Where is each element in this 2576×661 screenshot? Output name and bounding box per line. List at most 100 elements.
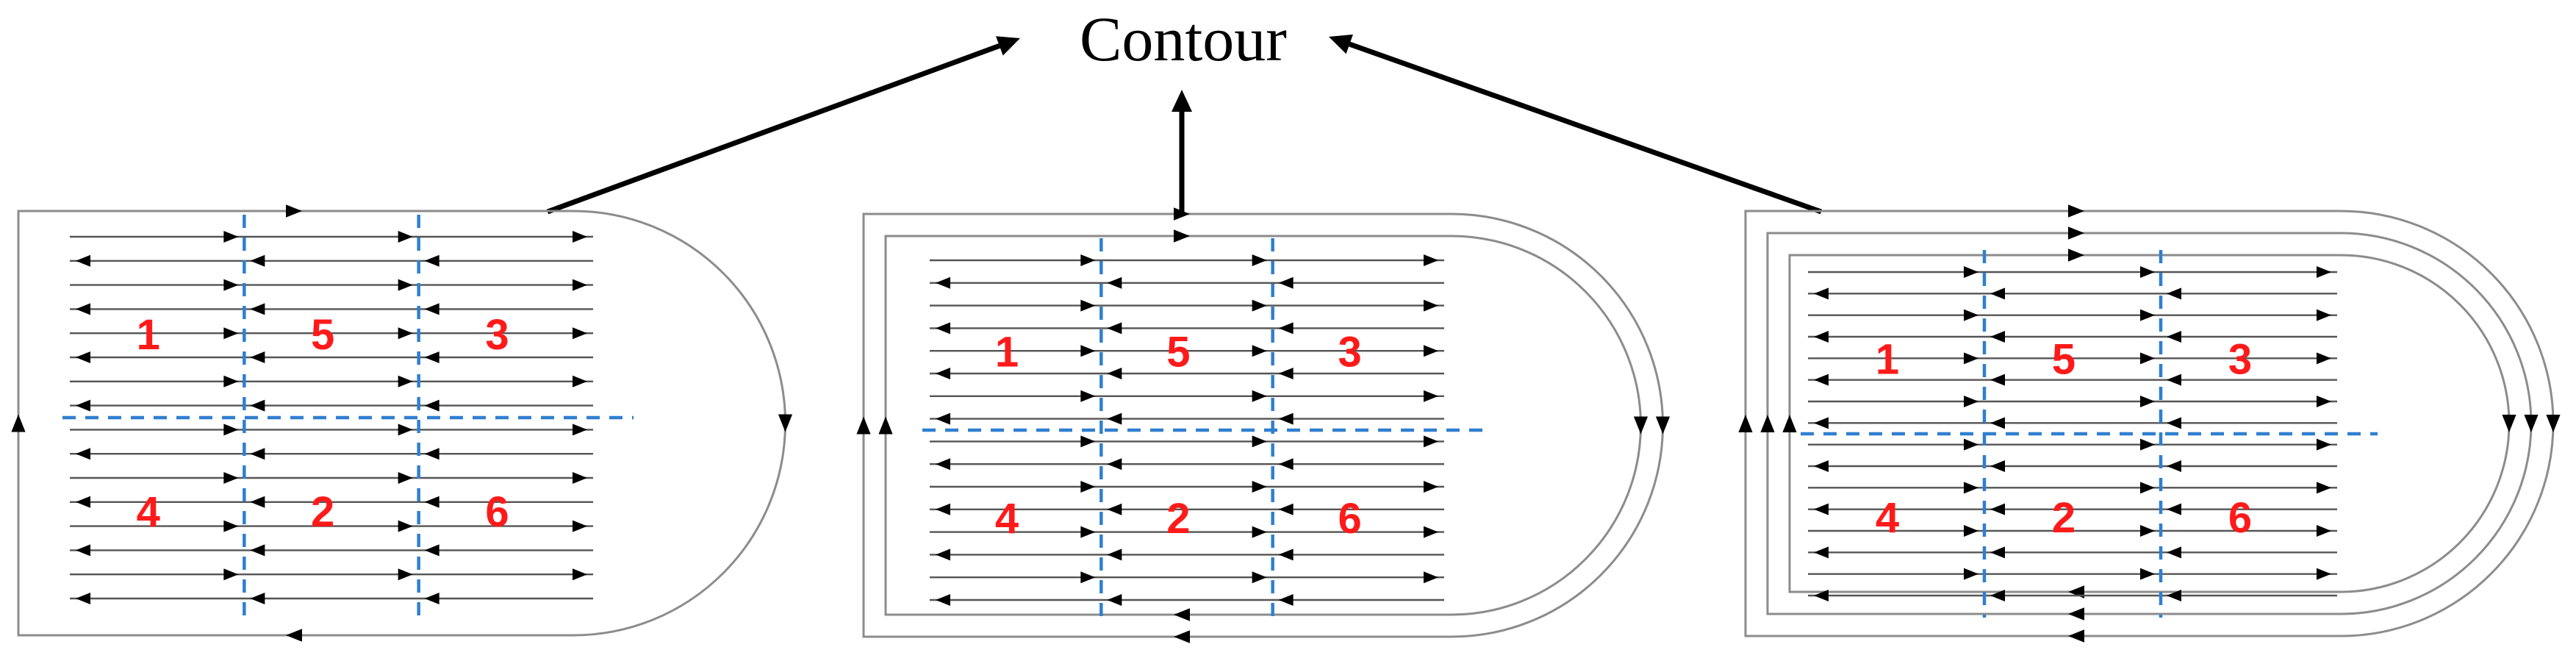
hatch-direction-arrow (250, 399, 265, 412)
contour-direction-arrow (1655, 416, 1671, 435)
hatch-direction-arrow (76, 351, 90, 363)
contour-loop (862, 212, 1664, 638)
region-label-3: 3 (1338, 329, 1362, 376)
hatch-direction-arrow (573, 424, 587, 436)
region-label-5: 5 (2052, 336, 2075, 384)
pointer-arrow-right-head (1329, 34, 1353, 54)
hatch-direction-arrow (1107, 549, 1122, 561)
hatch-direction-arrow (1964, 568, 1978, 580)
hatch-direction-arrow (2317, 525, 2331, 537)
hatch-direction-arrow (76, 544, 90, 557)
region-label-6: 6 (485, 488, 509, 536)
hatch-direction-arrow (1814, 417, 1829, 429)
hatch-direction-arrow (1252, 299, 1267, 312)
hatch-direction-arrow (573, 231, 587, 243)
hatch-direction-arrow (1252, 481, 1267, 493)
hatch-direction-arrow (424, 496, 440, 508)
hatch-direction-arrow (1424, 254, 1438, 266)
hatch-direction-arrow (2140, 266, 2155, 278)
contour-direction-arrow (2068, 629, 2084, 643)
pointer-arrow-left-head (996, 36, 1020, 56)
hatch-direction-arrow (1252, 571, 1267, 584)
hatch-direction-arrow (1252, 526, 1267, 538)
hatch-direction-arrow (398, 472, 413, 484)
hatch-direction-arrow (1424, 345, 1438, 357)
region-label-3: 3 (2228, 336, 2252, 384)
hatch-direction-arrow (1990, 503, 2005, 515)
hatch-direction-arrow (424, 351, 440, 363)
contour-direction-arrow (286, 629, 302, 642)
hatch-direction-arrow (2167, 417, 2181, 429)
hatch-direction-arrow (2167, 331, 2181, 343)
hatch-direction-arrow (1964, 352, 1978, 365)
hatch-direction-arrow (1278, 594, 1294, 606)
hatch-direction-arrow (1252, 390, 1267, 402)
hatch-direction-arrow (1278, 458, 1294, 471)
hatch-direction-arrow (1990, 590, 2005, 601)
hatch-direction-arrow (1814, 546, 1829, 559)
hatch-direction-arrow (1080, 254, 1096, 266)
hatch-direction-arrow (573, 568, 587, 581)
hatch-direction-arrow (76, 593, 90, 604)
hatch-direction-arrow (1252, 254, 1267, 266)
contour-direction-arrow (1738, 415, 1753, 432)
hatch-direction-arrow (1278, 368, 1294, 379)
hatch-direction-arrow (1278, 503, 1294, 515)
contour-direction-arrow (2068, 249, 2084, 262)
hatch-direction-arrow (2140, 352, 2155, 365)
region-label-4: 4 (1876, 494, 1899, 542)
hatch-direction-arrow (573, 279, 587, 291)
hatch-direction-arrow (1080, 571, 1096, 584)
region-label-4: 4 (995, 495, 1019, 543)
region-label-4: 4 (137, 488, 160, 536)
hatch-direction-arrow (76, 399, 90, 412)
hatch-direction-arrow (223, 279, 239, 291)
hatch-direction-arrow (76, 303, 90, 315)
hatch-direction-arrow (76, 448, 90, 460)
hatch-direction-arrow (250, 254, 265, 267)
contour-direction-arrow (1174, 608, 1190, 621)
hatch-direction-arrow (1252, 435, 1267, 448)
hatch-direction-arrow (2167, 287, 2181, 300)
hatch-direction-arrow (398, 231, 413, 243)
hatch-direction-arrow (1424, 481, 1438, 493)
hatch-direction-arrow (1107, 276, 1122, 289)
hatch-direction-arrow (1990, 374, 2005, 386)
contour-direction-arrow (2068, 607, 2084, 621)
hatch-direction-arrow (1107, 458, 1122, 471)
contour-direction-arrow (2068, 204, 2084, 218)
hatch-direction-arrow (424, 399, 440, 412)
region-label-1: 1 (137, 311, 160, 359)
hatch-direction-arrow (76, 496, 90, 508)
hatch-direction-arrow (223, 327, 239, 340)
contour-title: Contour (1080, 4, 1287, 74)
hatch-direction-arrow (1964, 309, 1978, 321)
hatch-direction-arrow (250, 496, 265, 508)
hatch-direction-arrow (2167, 546, 2181, 559)
hatch-direction-arrow (398, 375, 413, 387)
hatch-direction-arrow (936, 458, 950, 471)
contour-direction-arrow (1174, 229, 1190, 243)
hatch-direction-arrow (573, 327, 587, 340)
contour-pointer-arrows (546, 34, 1823, 215)
hatch-direction-arrow (1990, 460, 2005, 472)
contour-direction-arrow (1633, 416, 1648, 435)
hatch-direction-arrow (936, 368, 950, 379)
pointer-arrow-left-shaft (546, 43, 1001, 215)
hatch-direction-arrow (2317, 438, 2331, 451)
region-label-3: 3 (485, 311, 509, 359)
hatch-direction-arrow (2317, 266, 2331, 278)
region-label-2: 2 (311, 488, 334, 536)
region-dividers (922, 238, 1485, 622)
hatch-direction-arrow (223, 472, 239, 484)
contour-direction-arrow (1174, 207, 1190, 221)
region-label-6: 6 (1338, 495, 1362, 543)
hatch-direction-arrow (1424, 571, 1438, 584)
hatch-direction-arrow (1252, 345, 1267, 357)
hatch-direction-arrow (2167, 590, 2181, 601)
region-label-2: 2 (1166, 495, 1190, 543)
